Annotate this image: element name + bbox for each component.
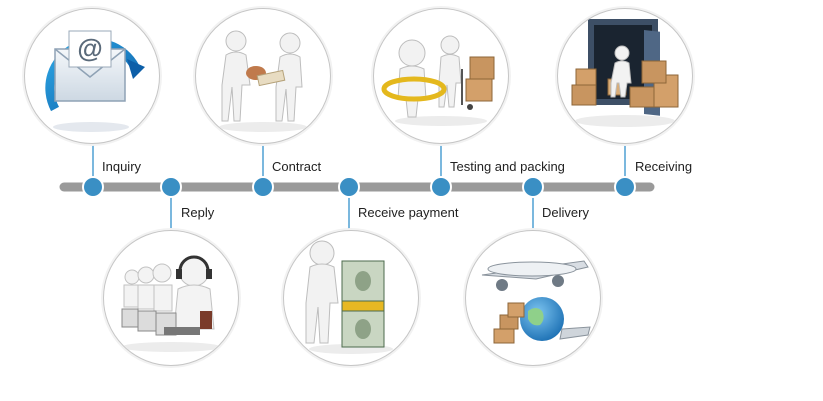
photo-reply — [103, 230, 239, 366]
step-label-contract: Contract — [272, 159, 322, 174]
step-label-receive-payment: Receive payment — [358, 205, 459, 220]
photo-contract — [195, 8, 331, 144]
step-label-reply: Reply — [181, 205, 215, 220]
node-reply — [160, 176, 182, 198]
node-contract — [252, 176, 274, 198]
node-receive-payment — [338, 176, 360, 198]
step-label-receiving: Receiving — [635, 159, 693, 174]
photo-testing — [373, 8, 509, 144]
money-stack-icon — [305, 240, 393, 354]
call-center-icon — [121, 255, 221, 352]
node-delivery — [522, 176, 544, 198]
magnifier-inspection-icon — [381, 35, 495, 126]
step-label-inquiry: Inquiry — [102, 159, 142, 174]
email-envelope-icon: @ — [45, 30, 145, 132]
node-inquiry — [82, 176, 104, 198]
step-label-delivery: Delivery — [542, 205, 589, 220]
step-label-testing: Testing and packing — [450, 159, 565, 174]
svg-text:@: @ — [77, 33, 102, 63]
node-testing — [430, 176, 452, 198]
photo-receiving — [557, 8, 693, 144]
warehouse-boxes-icon — [571, 19, 679, 127]
airplane-globe-icon — [481, 260, 591, 344]
node-receiving — [614, 176, 636, 198]
photo-receive-payment — [283, 230, 419, 366]
photo-delivery — [465, 230, 601, 366]
handshake-contract-icon — [219, 30, 307, 132]
photo-inquiry: @ — [24, 8, 160, 144]
